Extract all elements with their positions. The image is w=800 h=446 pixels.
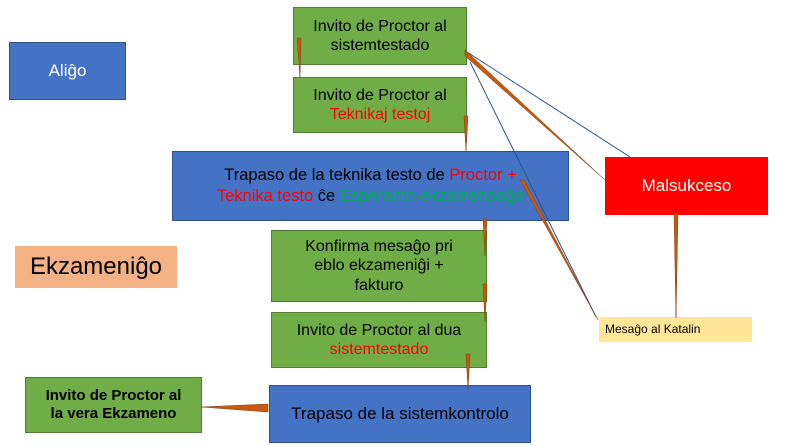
wedge-failure-to-message <box>673 212 679 319</box>
step-confirmation-message: Konfirma mesaĝo pri eblo ekzameniĝi + fa… <box>271 230 487 302</box>
label-ekzamenigo: Ekzameniĝo <box>15 246 177 288</box>
label-aligo: Aliĝo <box>9 42 126 100</box>
step7-line1: Invito de Proctor al <box>45 387 182 404</box>
step3-part2: Proctor + <box>449 165 517 184</box>
step-invite-real-exam: Invito de Proctor al la vera Ekzameno <box>25 377 202 433</box>
failure-box: Malsukceso <box>605 157 768 215</box>
step-invite-second-system-test: Invito de Proctor al dua sistemtestado <box>271 312 487 368</box>
message-text: Mesaĝo al Katalin <box>605 322 701 337</box>
step-invite-technical-tests: Invito de Proctor al Teknikaj testoj <box>293 77 467 133</box>
step1-line2: sistemtestado <box>330 37 430 54</box>
label-ekzamenigo-text: Ekzameniĝo <box>29 252 163 280</box>
step4-line1: Konfirma mesaĝo pri <box>305 238 453 256</box>
step6-text: Trapaso de la sistemkontrolo <box>291 403 509 423</box>
step2-line1: Invito de Proctor al <box>313 86 447 104</box>
step3-part5: Esperanto-ekzamenpaĝo <box>339 187 525 205</box>
step3-text: Trapaso de la teknika testo de Proctor +… <box>217 165 524 208</box>
step4-line2: eblo ekzameniĝi + <box>314 257 444 275</box>
step-invite-system-test: Invito de Proctor al sistemtestado <box>293 7 467 65</box>
step2-line2: Teknikaj testoj <box>329 106 431 123</box>
step3-part4: ĉe <box>313 187 340 205</box>
label-aligo-text: Aliĝo <box>48 60 87 80</box>
step-pass-system-check: Trapaso de la sistemkontrolo <box>269 385 531 443</box>
step3-part1: Trapaso de la teknika testo de <box>224 165 450 184</box>
step1-line1: Invito de Proctor al <box>313 17 447 35</box>
step5-line1: Invito de Proctor al dua <box>296 321 462 339</box>
message-box: Mesaĝo al Katalin <box>599 317 752 342</box>
failure-text: Malsukceso <box>641 175 732 195</box>
step5-line2: sistemtestado <box>329 341 429 358</box>
step3-part3: Teknika testo <box>216 187 314 205</box>
line-step1-to-failure <box>466 51 631 158</box>
step-pass-technical-test: Trapaso de la teknika testo de Proctor +… <box>172 151 569 221</box>
step7-line2: la vera Ekzameno <box>50 405 177 422</box>
wedge-step6-to-step7 <box>200 403 269 413</box>
step4-line3: fakturo <box>354 276 404 294</box>
